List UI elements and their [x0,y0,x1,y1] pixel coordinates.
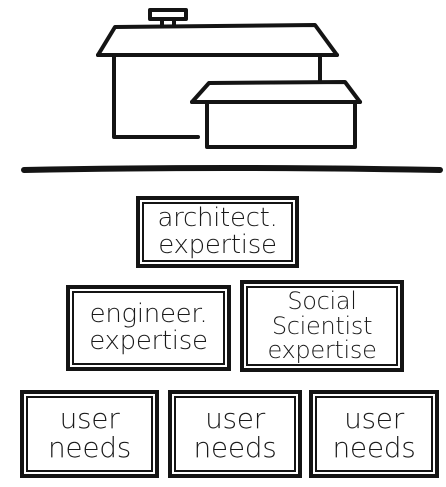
social-label: Social [287,287,357,316]
user-label: user [59,402,120,436]
user-label: user [205,402,265,436]
user-needs-block-1: user needs [20,390,159,478]
needs-label: needs [193,431,277,464]
engineer-label: engineer. [89,299,208,330]
engineer-expertise-block: engineer. expertise [66,285,231,371]
small-house-icon [190,80,362,149]
scientist-label: Scientist [271,311,373,340]
user-needs-block-3: user needs [309,390,439,478]
needs-label: needs [332,431,416,464]
user-label: user [344,402,404,436]
architect-label: architect. [157,203,278,234]
large-house-icon [96,23,339,139]
architect-expertise-block: architect. expertise [136,196,299,268]
engineer-expertise-label: expertise [89,326,208,356]
ground-line [21,165,443,173]
user-needs-block-2: user needs [168,390,302,478]
architect-expertise-label: expertise [158,230,277,260]
social-expertise-label: expertise [267,336,377,365]
needs-label: needs [47,431,132,464]
social-scientist-expertise-block: Social Scientist expertise [240,280,404,372]
